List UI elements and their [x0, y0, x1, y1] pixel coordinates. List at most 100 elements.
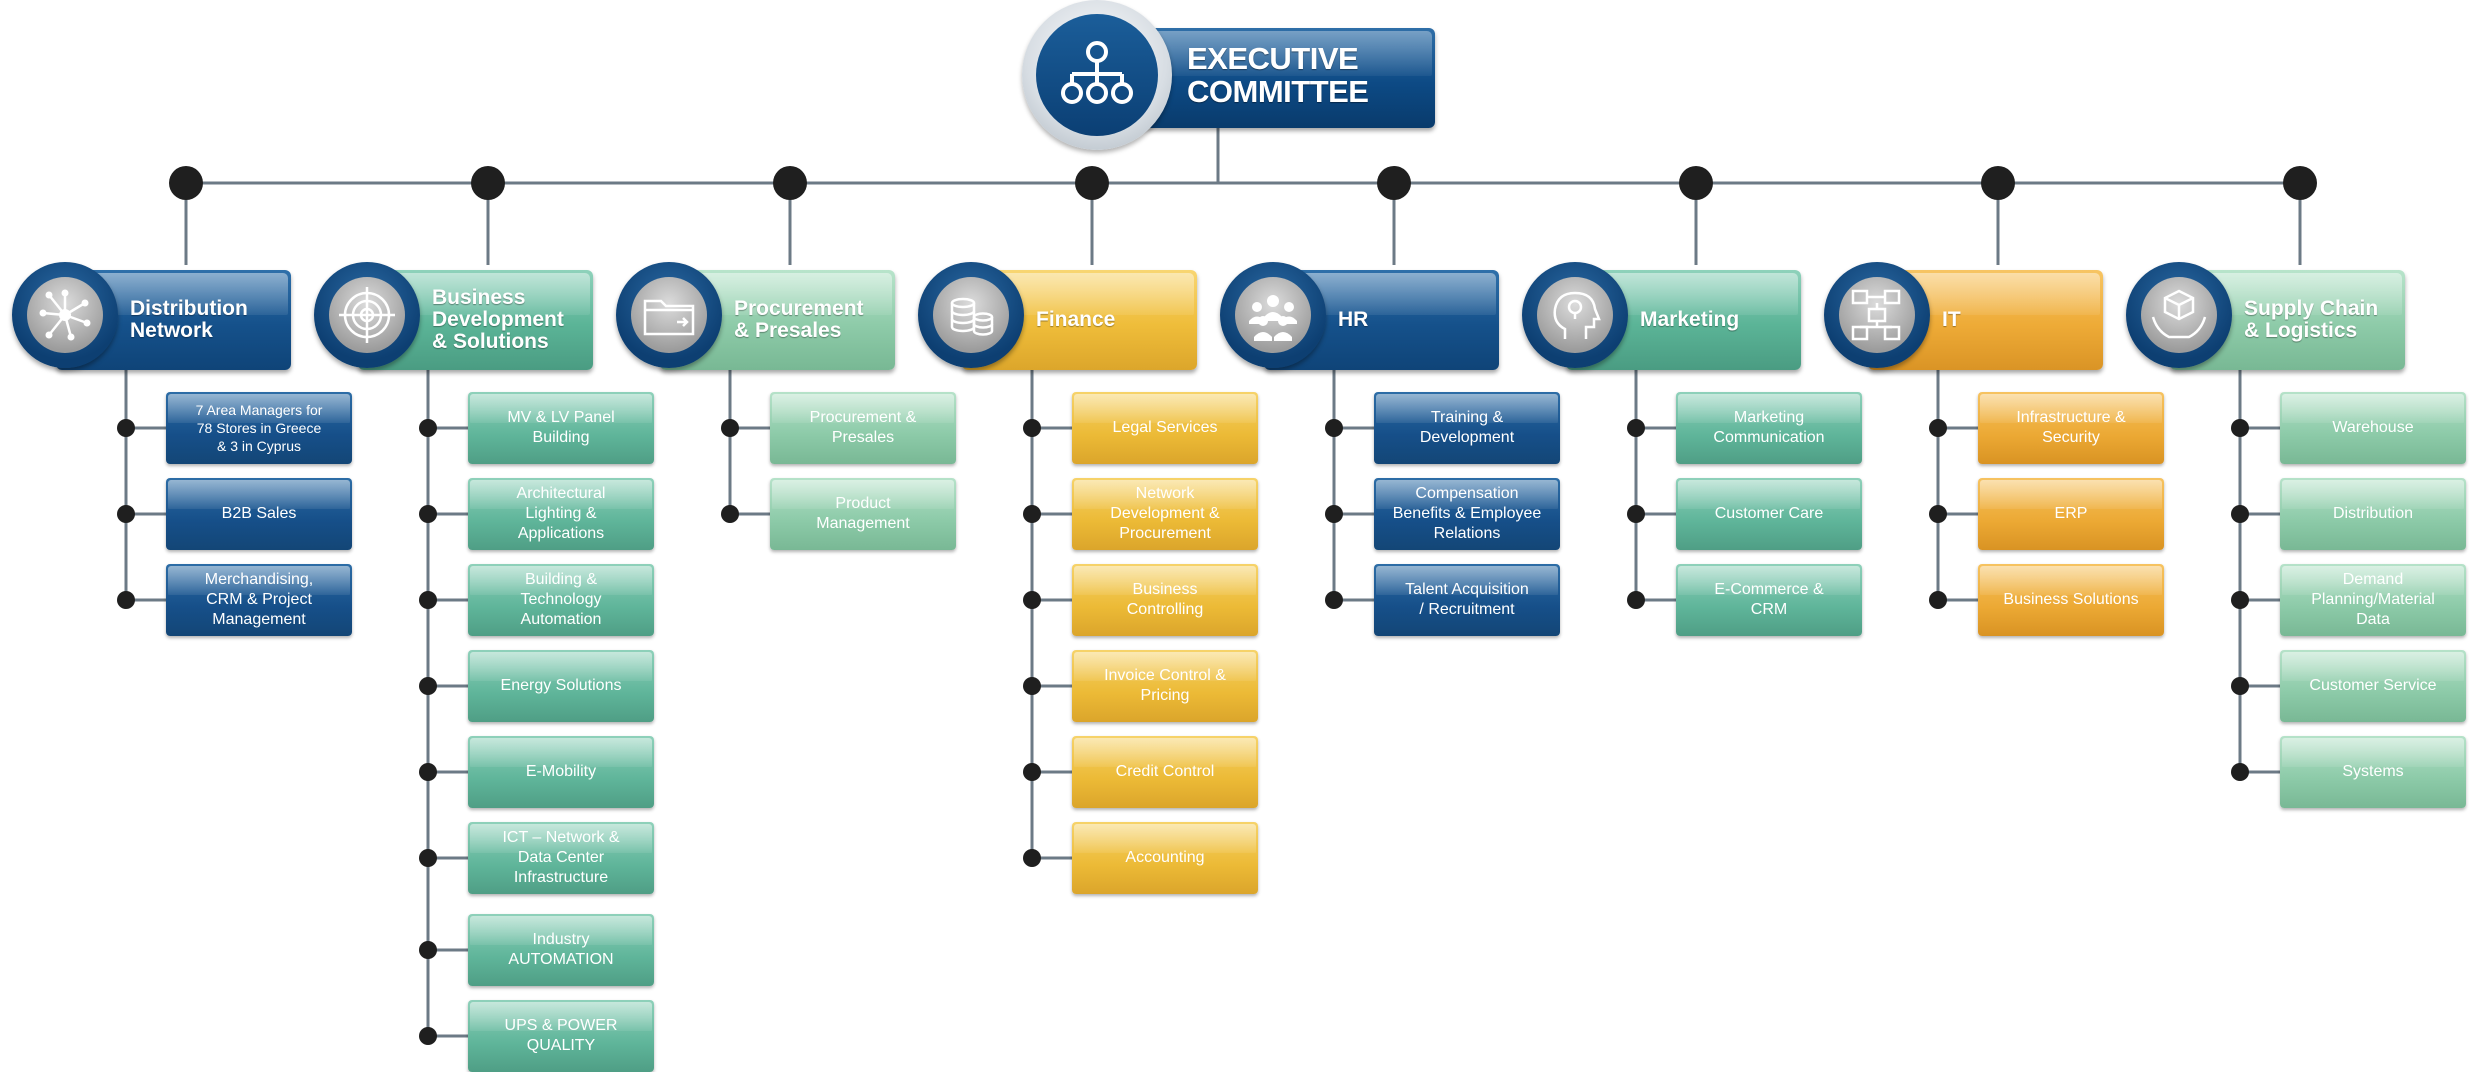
child-dot-it — [1929, 419, 1947, 437]
sub-unit-label-line: Accounting — [1125, 849, 1205, 866]
child-dot-business-development-solutions — [419, 677, 437, 695]
sub-unit-box: Talent Acquisition/ Recruitment — [1374, 564, 1560, 636]
dept-badge-procurement-presales — [616, 262, 722, 368]
dept-badge-supply-chain-logistics — [2126, 262, 2232, 368]
executive-committee-tab — [1122, 28, 1435, 128]
dept-badge-business-development-solutions — [314, 262, 420, 368]
sub-unit-label: E-Commerce & CRM — [1708, 580, 1829, 620]
sub-unit-label-line: Network — [1135, 485, 1195, 502]
sub-unit-label-line: Business — [1132, 581, 1198, 598]
sub-unit-box: UPS & POWER QUALITY — [468, 1000, 654, 1072]
sub-unit-label-line: E-Commerce & — [1714, 581, 1824, 598]
dept-node-marketing: Marketing — [1516, 262, 1801, 370]
sub-unit-label-line: Security — [2042, 429, 2100, 446]
child-dot-distribution-network — [117, 591, 135, 609]
sub-unit-label: Procurement &Presales — [804, 408, 923, 448]
sub-unit-label: Customer Service — [2303, 676, 2442, 696]
executive-title-line-1: EXECUTIVE — [1187, 41, 1359, 76]
sub-unit-label-line: Credit Control — [1115, 763, 1215, 780]
sub-unit-label-line: Presales — [831, 429, 895, 446]
executive-committee-title: EXECUTIVE COMMITTEE — [1187, 42, 1369, 108]
sub-unit-box: Credit Control — [1072, 736, 1258, 808]
dept-title-line: Procurement — [734, 297, 864, 320]
sub-unit-box: Customer Service — [2280, 650, 2466, 722]
sub-unit-label-line: Building — [532, 429, 590, 446]
sub-unit-box: Business Solutions — [1978, 564, 2164, 636]
dept-badge-finance — [918, 262, 1024, 368]
coins-icon — [950, 297, 994, 336]
head-idea-icon — [1553, 291, 1601, 339]
sub-unit-box: B2B Sales — [166, 478, 352, 550]
sub-unit-label-line: CRM & Project — [206, 591, 312, 608]
sub-unit-label: E-Mobility — [520, 762, 602, 782]
sub-unit-label-line: Systems — [2342, 763, 2404, 780]
sub-unit-label-line: QUALITY — [526, 1037, 596, 1054]
sub-unit-box: Legal Services — [1072, 392, 1258, 464]
bus-dot-business-development-solutions — [471, 166, 505, 200]
dept-badge-inner-procurement-presales — [631, 277, 707, 353]
sub-unit-label-line: Planning/Material — [2311, 591, 2435, 608]
sub-unit-label-line: Demand — [2342, 571, 2404, 588]
child-dot-supply-chain-logistics — [2231, 591, 2249, 609]
sub-unit-label: Accounting — [1119, 848, 1210, 868]
child-dot-marketing — [1627, 505, 1645, 523]
sub-unit-label-line: Development — [1419, 429, 1515, 446]
dept-badge-inner-hr — [1235, 277, 1311, 353]
sub-unit-label-line: UPS & POWER — [504, 1017, 618, 1034]
dept-node-supply-chain-logistics: Supply Chain& Logistics — [2120, 262, 2405, 370]
sub-unit-label: Invoice Control &Pricing — [1098, 666, 1232, 706]
child-dot-marketing — [1627, 419, 1645, 437]
sub-unit-box: E-Mobility — [468, 736, 654, 808]
sub-unit-label: ERP — [2049, 504, 2094, 524]
child-dot-it — [1929, 505, 1947, 523]
sub-unit-box: Energy Solutions — [468, 650, 654, 722]
sub-unit-label-line: & 3 in Cyprus — [216, 438, 302, 454]
org-chart-icon — [1061, 41, 1133, 104]
sub-unit-label-line: ERP — [2054, 505, 2088, 522]
sub-unit-label-line: Data — [2356, 611, 2390, 628]
sub-unit-label-line: Building & — [524, 571, 598, 588]
sub-unit-label: Credit Control — [1110, 762, 1221, 782]
bus-dot-marketing — [1679, 166, 1713, 200]
sub-unit-label: Business Solutions — [1997, 590, 2144, 610]
sub-unit-label-line: Infrastructure — [513, 869, 609, 886]
child-dot-distribution-network — [117, 505, 135, 523]
dept-title-supply-chain-logistics: Supply Chain& Logistics — [2244, 298, 2378, 342]
child-dot-finance — [1023, 849, 1041, 867]
child-dot-finance — [1023, 591, 1041, 609]
executive-committee-node: EXECUTIVE COMMITTEE — [1022, 0, 1435, 158]
sub-unit-box: Distribution — [2280, 478, 2466, 550]
dept-node-finance: Finance — [912, 262, 1197, 370]
sub-unit-box: Invoice Control &Pricing — [1072, 650, 1258, 722]
dept-node-procurement-presales: Procurement& Presales — [610, 262, 895, 370]
sub-unit-box: E-Commerce & CRM — [1676, 564, 1862, 636]
sub-unit-label-line: Customer Service — [2309, 677, 2437, 694]
sub-unit-label: Customer Care — [1709, 504, 1829, 524]
sub-unit-label-line: Distribution — [2332, 505, 2414, 522]
dept-badge-marketing — [1522, 262, 1628, 368]
bus-dot-hr — [1377, 166, 1411, 200]
dept-badge-inner-marketing — [1537, 277, 1613, 353]
bus-dot-supply-chain-logistics — [2283, 166, 2317, 200]
dept-title-it: IT — [1942, 309, 1961, 331]
sub-unit-label-line: Marketing — [1733, 409, 1805, 426]
bus-dot-distribution-network — [169, 166, 203, 200]
child-dot-hr — [1325, 505, 1343, 523]
sub-unit-label-line: Compensation — [1415, 485, 1519, 502]
sub-unit-label-line: CRM — [1750, 601, 1788, 618]
sub-unit-label-line: Benefits & Employee — [1392, 505, 1542, 522]
child-dot-supply-chain-logistics — [2231, 419, 2249, 437]
